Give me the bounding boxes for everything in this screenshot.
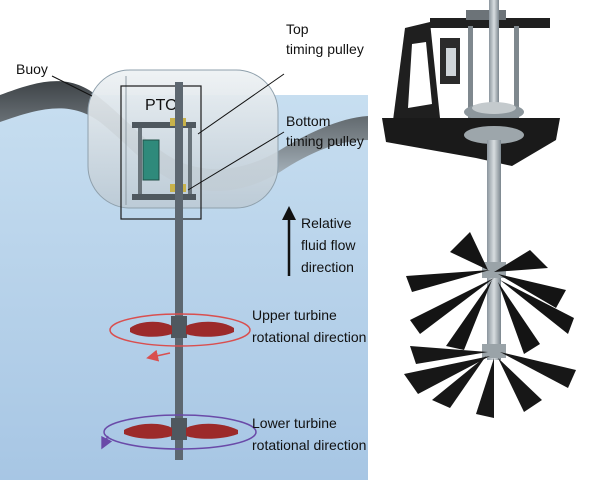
main-shaft xyxy=(487,140,501,360)
upper-rotor-blade xyxy=(446,280,492,350)
base-plate xyxy=(382,118,560,166)
flow-label-line3: direction xyxy=(301,259,354,275)
flow-label-line1: Relative xyxy=(301,215,352,231)
lower-blade-left xyxy=(124,423,172,439)
pto-label: PTO xyxy=(145,97,178,114)
upper-rotor-blade xyxy=(406,270,490,292)
lower-rotation-orbit xyxy=(103,414,257,450)
upper-rotation-orbit xyxy=(109,313,251,347)
lower-rotor-blade xyxy=(500,352,576,388)
bottom-pulley-label-line1: Bottom xyxy=(286,113,330,129)
schematic-panel: PTO xyxy=(0,21,368,480)
upper-blade-left xyxy=(130,321,172,337)
upper-rotor xyxy=(406,232,574,354)
device-photo xyxy=(382,0,576,418)
lower-collar xyxy=(482,344,506,358)
upper-rotor-blade xyxy=(494,250,548,272)
turbine-shaft xyxy=(175,82,183,460)
upper-turbine xyxy=(109,313,251,362)
bottom-pulley-leader xyxy=(187,131,285,191)
lower-blade-right xyxy=(186,423,238,439)
pto-box xyxy=(120,85,202,220)
upper-rotor-blade xyxy=(450,232,488,270)
bottom-pulley-label-line2: timing pulley xyxy=(286,133,364,149)
buoy-label: Buoy xyxy=(16,61,48,77)
buoy-leader xyxy=(51,75,93,97)
rod-left xyxy=(468,26,473,118)
top-pulley-leader xyxy=(197,73,285,135)
upper-blade-right xyxy=(186,321,234,337)
lower-rotation-arrow xyxy=(101,435,113,450)
lower-rotor xyxy=(404,346,576,418)
top-clamp xyxy=(466,10,506,20)
base-bearing xyxy=(464,126,524,144)
upper-rotor-blade xyxy=(498,274,566,308)
lower-rotor-blade xyxy=(498,358,542,412)
flow-arrow-head xyxy=(282,206,296,220)
top-pulley-label-line1: Top xyxy=(286,21,309,37)
upper-turbine-label-line2: rotational direction xyxy=(252,329,366,345)
upper-rotation-arrow xyxy=(146,349,171,362)
lower-turbine-label-line2: rotational direction xyxy=(252,437,366,453)
lower-rotor-blade xyxy=(476,358,494,418)
lower-turbine xyxy=(101,414,257,450)
lower-turbine-label-line1: Lower turbine xyxy=(252,415,337,431)
lower-rotor-blade xyxy=(410,346,488,364)
side-frame-cutout xyxy=(408,42,432,108)
upper-rotor-blade xyxy=(500,280,574,334)
hub-top xyxy=(472,102,516,114)
upper-collar xyxy=(482,262,506,278)
upper-shaft xyxy=(489,0,499,120)
lower-rotor-blade xyxy=(432,356,486,408)
top-pulley-label-line2: timing pulley xyxy=(286,41,364,57)
upper-rotor-blade xyxy=(410,278,494,334)
rod-right xyxy=(514,26,519,118)
generator-window xyxy=(446,48,456,76)
flow-label-line2: fluid flow xyxy=(301,237,356,253)
lower-rotor-blade xyxy=(404,356,490,394)
upper-turbine-label-line1: Upper turbine xyxy=(252,307,337,323)
upper-rotor-blade xyxy=(498,282,540,354)
